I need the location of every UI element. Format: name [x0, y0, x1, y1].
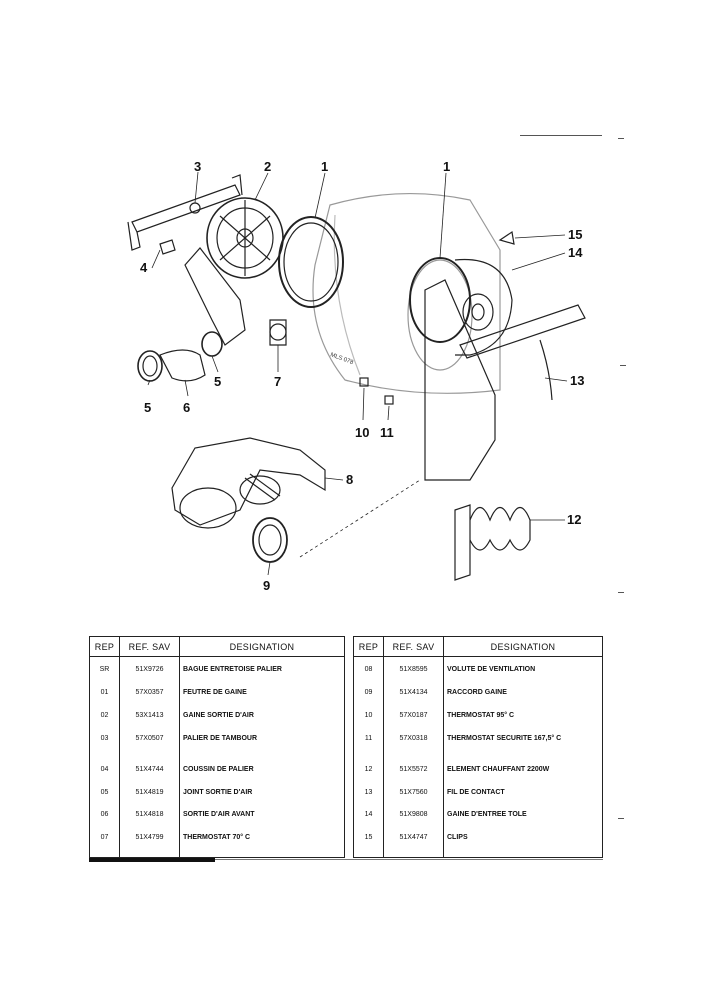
- callout-9: 9: [263, 578, 270, 593]
- drum-felt-ring-front: [278, 216, 344, 308]
- callout-1-rear: 1: [443, 159, 450, 174]
- margin-mark: [618, 138, 624, 139]
- callout-15: 15: [568, 227, 582, 242]
- header-ref: REF. SAV: [383, 636, 444, 657]
- callout-10: 10: [355, 425, 369, 440]
- thermostats-95-and-safety: [359, 377, 394, 405]
- front-bearing-housing: [206, 197, 284, 279]
- ventilation-volute: [171, 437, 326, 529]
- callout-13: 13: [570, 373, 584, 388]
- margin-mark: [618, 592, 624, 593]
- heating-element: [454, 504, 531, 581]
- callout-14: 14: [568, 245, 583, 260]
- air-outlet-duct: [184, 247, 246, 346]
- callout-12: 12: [567, 512, 581, 527]
- header-rep: REP: [89, 636, 120, 657]
- exploded-parts-diagram: MLS 078 1 1 2 3 4 5 5 6 7 8 9 10 11 12 1…: [127, 159, 586, 593]
- drum: [312, 192, 501, 394]
- inlet-duct: [424, 279, 496, 481]
- bearing-pad: [159, 239, 176, 255]
- callout-5-right: 5: [214, 374, 221, 389]
- header-designation: DESIGNATION: [179, 636, 345, 657]
- callout-4: 4: [140, 260, 148, 275]
- callout-11: 11: [380, 425, 394, 440]
- bearing-support-bracket: [127, 174, 243, 251]
- front-air-outlet: [137, 331, 223, 382]
- callout-8: 8: [346, 472, 353, 487]
- header-ref: REF. SAV: [119, 636, 180, 657]
- model-label: MLS 078: [329, 352, 354, 366]
- margin-mark: [618, 818, 624, 819]
- leader-lines: [147, 171, 568, 576]
- header-rep: REP: [353, 636, 384, 657]
- clip: [498, 230, 515, 245]
- callout-6: 6: [183, 400, 190, 415]
- callout-1-front: 1: [321, 159, 328, 174]
- callout-5-left: 5: [144, 400, 151, 415]
- duct-connector: [252, 517, 288, 563]
- rear-support-bar: [459, 304, 586, 401]
- margin-mark: [620, 365, 626, 366]
- callout-2: 2: [264, 159, 271, 174]
- bottom-rule: [215, 859, 603, 860]
- callout-3: 3: [194, 159, 201, 174]
- bottom-bar: [89, 858, 215, 862]
- top-rule: [520, 135, 602, 136]
- thermostat-70: [269, 319, 287, 346]
- header-designation: DESIGNATION: [443, 636, 603, 657]
- callout-7: 7: [274, 374, 281, 389]
